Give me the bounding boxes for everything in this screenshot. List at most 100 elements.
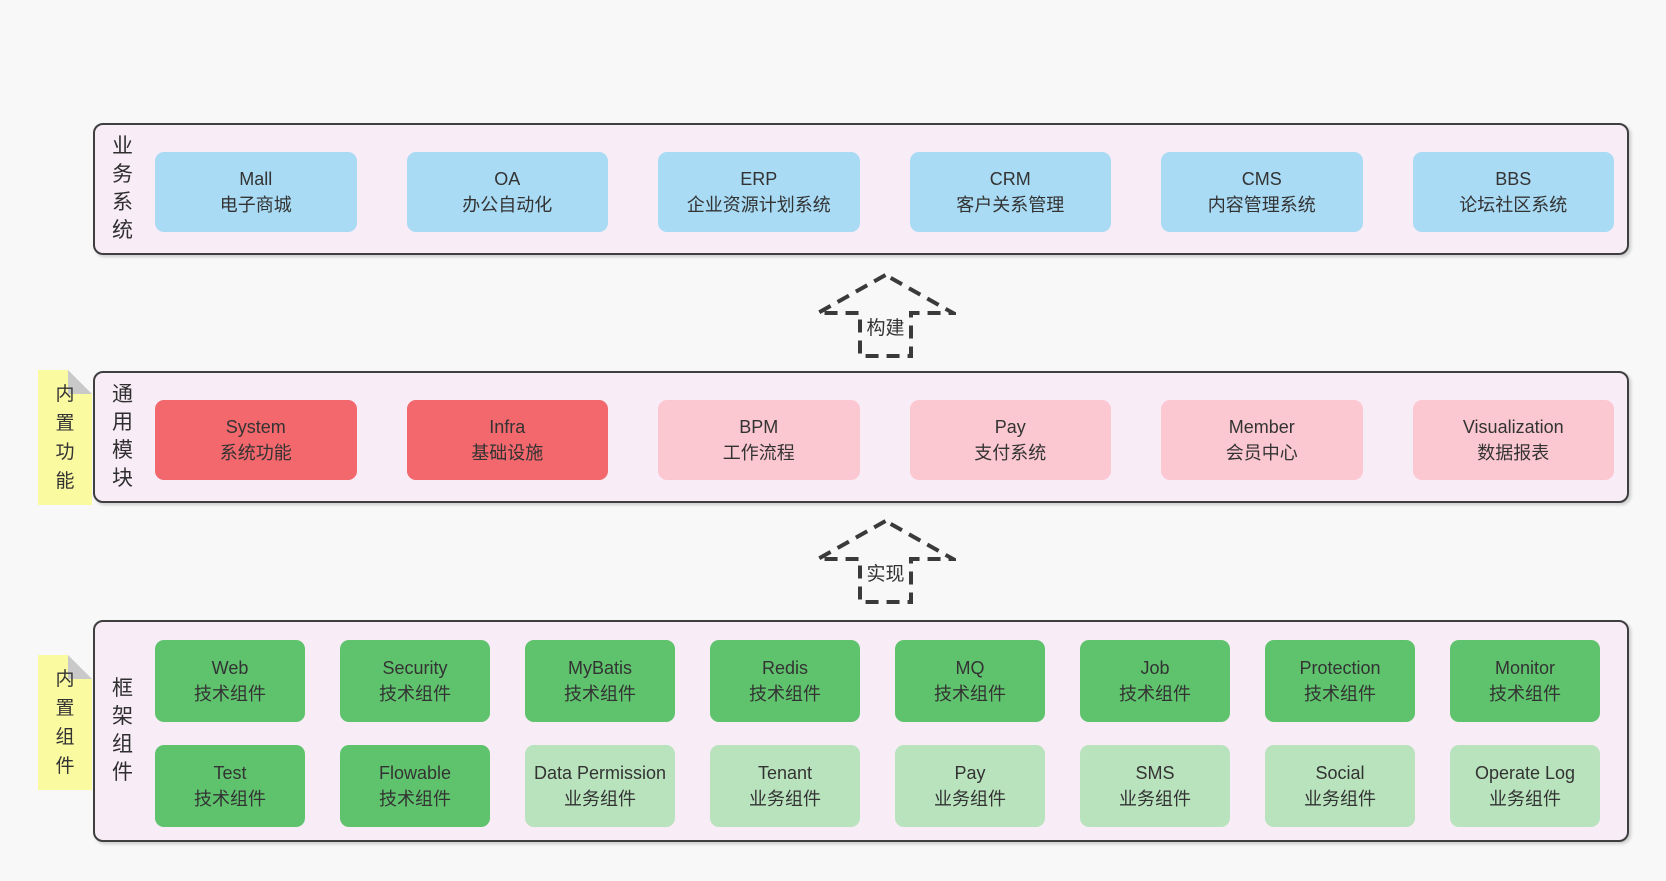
box-operate-log: Operate Log 业务组件: [1450, 745, 1600, 827]
box-security: Security 技术组件: [340, 640, 490, 722]
box-sms-name: SMS: [1135, 763, 1175, 783]
box-test-desc: 技术组件: [194, 789, 266, 809]
box-monitor-name: Monitor: [1494, 658, 1556, 678]
build-arrow-label: 构建: [866, 318, 905, 339]
up-arrow-dashed-icon: [815, 272, 956, 358]
layer-framework-components: 框架组件 Web 技术组件 Security 技术组件 MyBatis 技术组件…: [93, 620, 1629, 842]
box-oa-name: OA: [494, 169, 521, 189]
box-bbs-name: BBS: [1495, 169, 1532, 189]
box-erp: ERP 企业资源计划系统: [658, 152, 860, 232]
common-modules-row: System 系统功能 Infra 基础设施 BPM 工作流程 Pay 支付系统…: [155, 400, 1614, 480]
layer-business-systems: 业务系统 Mall 电子商城 OA 办公自动化 ERP 企业资源计划系统 CRM…: [93, 123, 1629, 255]
box-data-permission: Data Permission 业务组件: [525, 745, 675, 827]
box-infra-name: Infra: [489, 417, 526, 437]
box-oa: OA 办公自动化: [406, 152, 608, 232]
box-mybatis-name: MyBatis: [567, 658, 632, 678]
box-job-name: Job: [1140, 658, 1170, 678]
box-protection: Protection 技术组件: [1265, 640, 1415, 722]
box-oa-desc: 办公自动化: [462, 195, 553, 215]
box-social: Social 业务组件: [1265, 745, 1415, 827]
box-cms-desc: 内容管理系统: [1207, 195, 1316, 215]
box-member: Member 会员中心: [1161, 400, 1363, 480]
box-pay-module-name: Pay: [994, 417, 1026, 437]
sticky-note-builtin-features: 内置功能: [38, 370, 92, 505]
sticky-note-builtin-components: 内置组件: [38, 655, 92, 790]
box-visualization-name: Visualization: [1462, 417, 1564, 437]
box-job-desc: 技术组件: [1119, 684, 1191, 704]
box-data-permission-name: Data Permission: [533, 763, 667, 783]
box-erp-name: ERP: [740, 169, 778, 189]
up-arrow-dashed-icon: [815, 518, 956, 604]
box-member-name: Member: [1228, 417, 1295, 437]
box-cms: CMS 内容管理系统: [1161, 152, 1363, 232]
box-mall: Mall 电子商城: [155, 152, 357, 232]
box-data-permission-desc: 业务组件: [564, 789, 636, 809]
box-security-name: Security: [382, 658, 448, 678]
build-arrow: 构建: [815, 272, 956, 359]
box-infra-desc: 基础设施: [471, 443, 544, 463]
box-cms-name: CMS: [1241, 169, 1282, 189]
box-member-desc: 会员中心: [1225, 443, 1298, 463]
box-pay-component-name: Pay: [954, 763, 986, 783]
box-mall-desc: 电子商城: [219, 195, 292, 215]
box-erp-desc: 企业资源计划系统: [686, 195, 831, 215]
box-bpm: BPM 工作流程: [658, 400, 860, 480]
box-tenant-name: Tenant: [757, 763, 813, 783]
box-web-desc: 技术组件: [194, 684, 266, 704]
box-sms-desc: 业务组件: [1119, 789, 1191, 809]
box-bbs: BBS 论坛社区系统: [1412, 152, 1614, 232]
box-pay-module-desc: 支付系统: [974, 443, 1047, 463]
layer-business-systems-label: 业务系统: [112, 135, 133, 242]
box-protection-name: Protection: [1299, 658, 1381, 678]
box-protection-desc: 技术组件: [1304, 684, 1376, 704]
sticky-note-builtin-components-text: 内置组件: [55, 668, 75, 777]
box-operate-log-desc: 业务组件: [1489, 789, 1561, 809]
box-flowable-desc: 技术组件: [379, 789, 451, 809]
box-monitor-desc: 技术组件: [1489, 684, 1561, 704]
box-test: Test 技术组件: [155, 745, 305, 827]
box-pay-component-desc: 业务组件: [934, 789, 1006, 809]
box-pay-component: Pay 业务组件: [895, 745, 1045, 827]
box-mq-name: MQ: [955, 658, 985, 678]
box-security-desc: 技术组件: [379, 684, 451, 704]
box-mybatis: MyBatis 技术组件: [525, 640, 675, 722]
box-mall-name: Mall: [239, 169, 273, 189]
box-job: Job 技术组件: [1080, 640, 1230, 722]
layer-common-modules-label: 通用模块: [112, 383, 133, 490]
business-systems-row: Mall 电子商城 OA 办公自动化 ERP 企业资源计划系统 CRM 客户关系…: [155, 152, 1614, 232]
box-sms: SMS 业务组件: [1080, 745, 1230, 827]
box-tenant-desc: 业务组件: [749, 789, 821, 809]
box-mq-desc: 技术组件: [934, 684, 1006, 704]
box-pay-module: Pay 支付系统: [909, 400, 1111, 480]
box-redis-name: Redis: [761, 658, 809, 678]
box-visualization-desc: 数据报表: [1477, 443, 1550, 463]
box-bpm-desc: 工作流程: [722, 443, 795, 463]
box-mq: MQ 技术组件: [895, 640, 1045, 722]
sticky-note-builtin-features-text: 内置功能: [55, 383, 75, 492]
box-tenant: Tenant 业务组件: [710, 745, 860, 827]
box-system-desc: 系统功能: [219, 443, 292, 463]
box-web: Web 技术组件: [155, 640, 305, 722]
box-redis: Redis 技术组件: [710, 640, 860, 722]
box-flowable: Flowable 技术组件: [340, 745, 490, 827]
box-crm-name: CRM: [989, 169, 1031, 189]
box-monitor: Monitor 技术组件: [1450, 640, 1600, 722]
implement-arrow: 实现: [815, 518, 956, 605]
framework-components-row-2: Test 技术组件 Flowable 技术组件 Data Permission …: [155, 745, 1600, 827]
box-system: System 系统功能: [155, 400, 357, 480]
box-social-name: Social: [1315, 763, 1365, 783]
box-infra: Infra 基础设施: [406, 400, 608, 480]
box-operate-log-name: Operate Log: [1474, 763, 1576, 783]
box-flowable-name: Flowable: [378, 763, 452, 783]
box-bbs-desc: 论坛社区系统: [1459, 195, 1568, 215]
implement-arrow-label: 实现: [866, 564, 905, 585]
box-bpm-name: BPM: [739, 417, 779, 437]
box-social-desc: 业务组件: [1304, 789, 1376, 809]
box-test-name: Test: [213, 763, 247, 783]
box-mybatis-desc: 技术组件: [564, 684, 636, 704]
framework-components-row-1: Web 技术组件 Security 技术组件 MyBatis 技术组件 Redi…: [155, 640, 1600, 722]
box-web-name: Web: [211, 658, 249, 678]
box-visualization: Visualization 数据报表: [1412, 400, 1614, 480]
box-crm-desc: 客户关系管理: [956, 195, 1065, 215]
box-redis-desc: 技术组件: [749, 684, 821, 704]
